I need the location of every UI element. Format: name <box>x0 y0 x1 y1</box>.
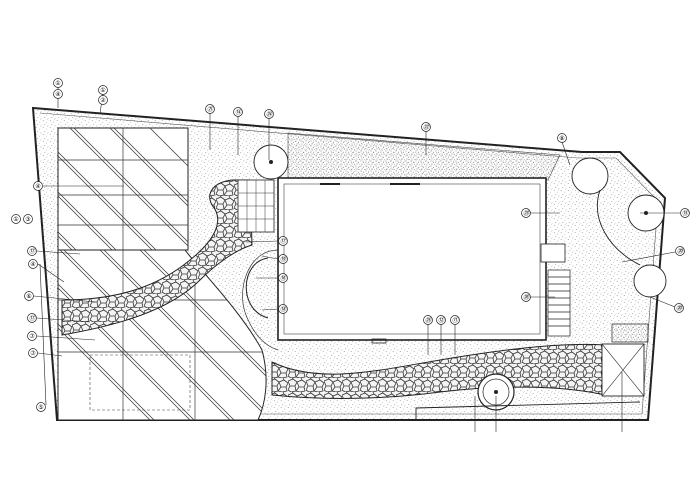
callout-c-left-a: ① <box>11 214 21 224</box>
callout-label: ⑤ <box>38 404 43 411</box>
callout-c-left-h: ⑦ <box>28 348 38 358</box>
callout-label: ㉓ <box>523 209 530 217</box>
callout-c-left-b: ③ <box>23 214 33 224</box>
callout-label: ⑰ <box>29 314 36 322</box>
callout-c-bottom-3: ⑪ <box>450 315 460 325</box>
callout-label: ㉔ <box>266 110 273 118</box>
callout-c-left-c: ④ <box>28 259 38 269</box>
callout-bubbles: ① ④ ① ② ㉑ ⑭ ㉔ ㉒ ⑧ ① ③ ④ ④ ⑰ ⑥ ⑰ ⑦ ⑦ ⑤ ⑰ … <box>11 78 690 412</box>
callout-c-path-mid-2: ⑲ <box>278 254 288 264</box>
callout-label: ⑳ <box>676 304 683 312</box>
right-hedge-arc <box>596 189 641 266</box>
callout-c-right-top: ⑧ <box>557 133 567 143</box>
patio-grid-lines <box>238 180 274 232</box>
callout-c-top-left-2: ④ <box>53 89 63 99</box>
callout-c-tree-right: ⑮ <box>680 208 690 218</box>
callout-label: ㉒ <box>423 123 430 131</box>
callout-c-house-right: ㉓ <box>521 208 531 218</box>
callout-c-arc-2: ⑱ <box>278 304 288 314</box>
entrance-steps <box>547 269 571 337</box>
house-footprint <box>277 177 566 344</box>
callout-c-lawn-top: ㉑ <box>205 104 215 114</box>
stone-path-diagonal <box>61 179 253 336</box>
callout-label: ⑰ <box>280 237 287 245</box>
callout-label: ⑧ <box>559 135 564 142</box>
callout-label: ① <box>55 80 60 87</box>
callout-c-bottom-left: ⑤ <box>36 402 46 412</box>
callout-c-left-f: ⑰ <box>27 313 37 323</box>
callout-label: ⑳ <box>677 247 684 255</box>
tree-right-upper <box>571 157 609 195</box>
callout-label: ㉕ <box>425 316 432 324</box>
callout-label: ⑮ <box>682 209 689 217</box>
callout-label: ⑭ <box>235 108 242 116</box>
callout-label: ④ <box>30 261 35 268</box>
callout-c-bottom-2: ⑫ <box>436 315 446 325</box>
callout-c-pergola: ④ <box>33 181 43 191</box>
callout-label: ③ <box>25 216 30 223</box>
callout-c-top-1: ① <box>98 85 108 95</box>
callout-c-top-left-1: ① <box>53 78 63 88</box>
callout-label: ⑫ <box>438 316 445 324</box>
callout-label: ⑦ <box>30 350 36 357</box>
gate-line <box>415 401 641 420</box>
callout-c-bottom-1: ㉕ <box>423 315 433 325</box>
callout-label: ⑱ <box>280 305 287 313</box>
callout-label: ⑪ <box>452 316 459 324</box>
callout-label: ① <box>13 216 18 223</box>
callout-c-right-mid: ⑳ <box>675 246 685 256</box>
callout-label: ④ <box>55 91 60 98</box>
tree-top <box>253 144 289 180</box>
callout-c-top-2: ② <box>98 95 108 105</box>
callout-label: ② <box>100 97 106 104</box>
callout-c-left-e: ⑥ <box>24 291 34 301</box>
callout-label: ① <box>100 87 105 94</box>
callout-c-right-low: ⑳ <box>674 303 684 313</box>
callout-c-tree-top: ㉔ <box>264 109 274 119</box>
callout-label: ⑥ <box>26 293 31 300</box>
arc-feature <box>245 257 269 319</box>
callout-c-strip-top: ㉒ <box>421 122 431 132</box>
callout-c-arc-1: ⑯ <box>278 273 288 283</box>
callout-label: ⑰ <box>29 247 36 255</box>
callout-label: ⑯ <box>280 274 287 282</box>
callout-label: ⑦ <box>29 333 35 340</box>
planter-box <box>601 323 649 397</box>
lawn-edge <box>242 249 279 351</box>
tree-right-lower <box>633 264 667 298</box>
callout-c-steps: ㉖ <box>521 292 531 302</box>
callout-label: ㉑ <box>207 105 214 113</box>
callout-label: ⑲ <box>280 255 287 263</box>
pergola-lattice <box>57 127 189 251</box>
callout-c-left-g: ⑦ <box>27 331 37 341</box>
callout-c-path-top: ⑭ <box>233 107 243 117</box>
callout-label: ④ <box>35 183 40 190</box>
callout-c-path-mid-1: ⑰ <box>278 236 288 246</box>
callout-c-left-d: ⑰ <box>27 246 37 256</box>
callout-label: ㉖ <box>523 293 530 301</box>
